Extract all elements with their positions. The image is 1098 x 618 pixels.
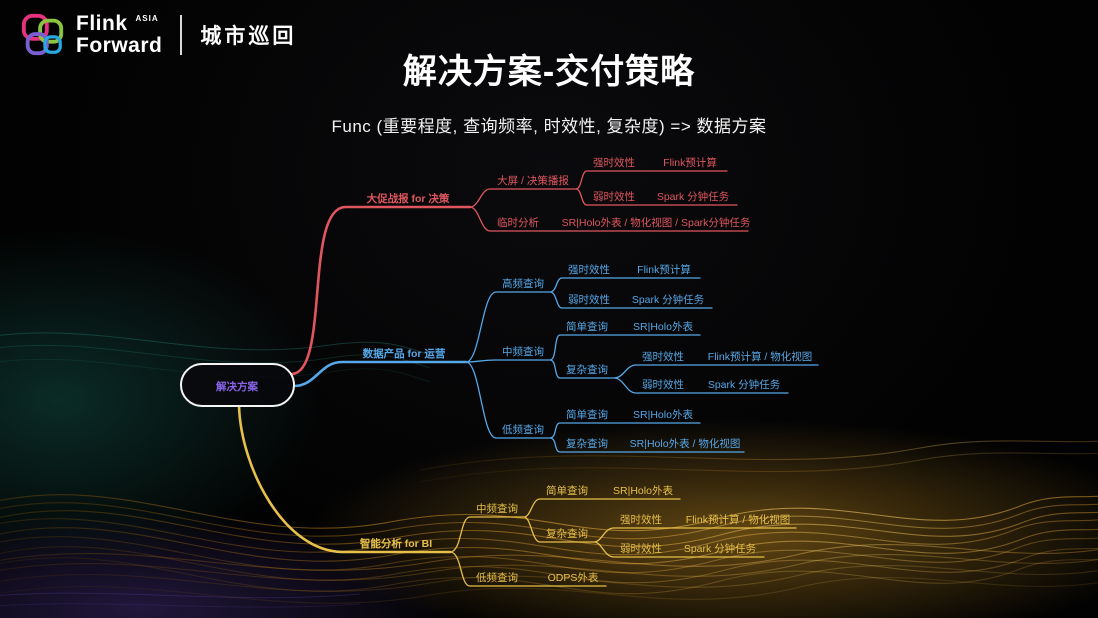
node-value: SR|Holo外表 <box>633 320 693 333</box>
node-value: Flink预计算 <box>663 156 717 169</box>
node-value: Spark 分钟任务 <box>632 293 705 306</box>
logo-divider <box>180 15 183 55</box>
campaign-branch-trunk <box>290 205 472 376</box>
header-brand: Flink ASIA Forward 城市巡回 <box>20 12 296 58</box>
node-value: SR|Holo外表 <box>633 408 693 421</box>
node-label: 大屏 / 决策播报 <box>497 174 569 187</box>
page-title: 解决方案-交付策略 <box>402 53 696 91</box>
campaign-subtree-lines <box>469 170 749 232</box>
brand-flink: Flink <box>76 12 128 36</box>
brand-region: ASIA <box>135 14 159 24</box>
node-value: SR|Holo外表 / 物化视图 <box>630 437 741 450</box>
node-label: 中频查询 <box>502 345 544 358</box>
data-product-branch-trunk <box>292 360 468 388</box>
node-value: Spark 分钟任务 <box>684 542 757 555</box>
node-label: 强时效性 <box>642 350 684 363</box>
node-label: 强时效性 <box>568 263 610 276</box>
node-label: 复杂查询 <box>546 527 588 540</box>
node-value: Spark 分钟任务 <box>657 190 730 203</box>
node-value: Spark 分钟任务 <box>708 378 781 391</box>
node-label: 弱时效性 <box>642 378 684 391</box>
city-tour-label: 城市巡回 <box>200 25 297 48</box>
node-label: 低频查询 <box>476 571 518 584</box>
node-label: 中频查询 <box>476 502 518 515</box>
bi-branch-trunk <box>237 404 452 554</box>
branch-label-data-product: 数据产品 for 运营 <box>362 347 446 360</box>
node-value: ODPS外表 <box>548 571 599 584</box>
node-label: 低频查询 <box>502 423 544 436</box>
node-label: 弱时效性 <box>568 293 610 306</box>
node-label: 复杂查询 <box>566 437 608 450</box>
node-value: Flink预计算 <box>637 263 691 276</box>
purple-wave-lines <box>0 592 361 608</box>
node-label: 弱时效性 <box>593 190 635 203</box>
node-label: 简单查询 <box>566 408 608 421</box>
branch-label-campaign-report: 大促战报 for 决策 <box>367 192 450 205</box>
node-label: 高频查询 <box>502 277 544 290</box>
data-product-subtree-lines <box>465 277 819 453</box>
flink-forward-logo-icon <box>21 13 64 56</box>
root-node <box>180 363 295 407</box>
brand-forward: Forward <box>76 34 163 57</box>
node-value: Flink预计算 / 物化视图 <box>708 350 812 363</box>
node-label: 复杂查询 <box>566 363 608 376</box>
node-value: Flink预计算 / 物化视图 <box>686 513 790 526</box>
brand-wordmark: Flink ASIA Forward <box>76 13 162 57</box>
bi-subtree-lines <box>449 498 797 587</box>
node-label: 强时效性 <box>620 513 662 526</box>
teal-glow <box>0 230 320 570</box>
node-value: SR|Holo外表 / 物化视图 / Spark分钟任务 <box>562 216 751 229</box>
node-label: 弱时效性 <box>620 542 662 555</box>
slide-subtitle: Func (重要程度, 查询频率, 时效性, 复杂度) => 数据方案 <box>331 117 767 136</box>
branch-label-bi-analysis: 智能分析 for BI <box>359 537 432 550</box>
node-value: SR|Holo外表 <box>613 484 673 497</box>
node-label: 简单查询 <box>546 484 588 497</box>
node-label: 强时效性 <box>593 156 635 169</box>
root-node-label: 解决方案 <box>215 380 258 393</box>
node-label: 简单查询 <box>566 320 608 333</box>
node-label: 临时分析 <box>497 216 539 229</box>
